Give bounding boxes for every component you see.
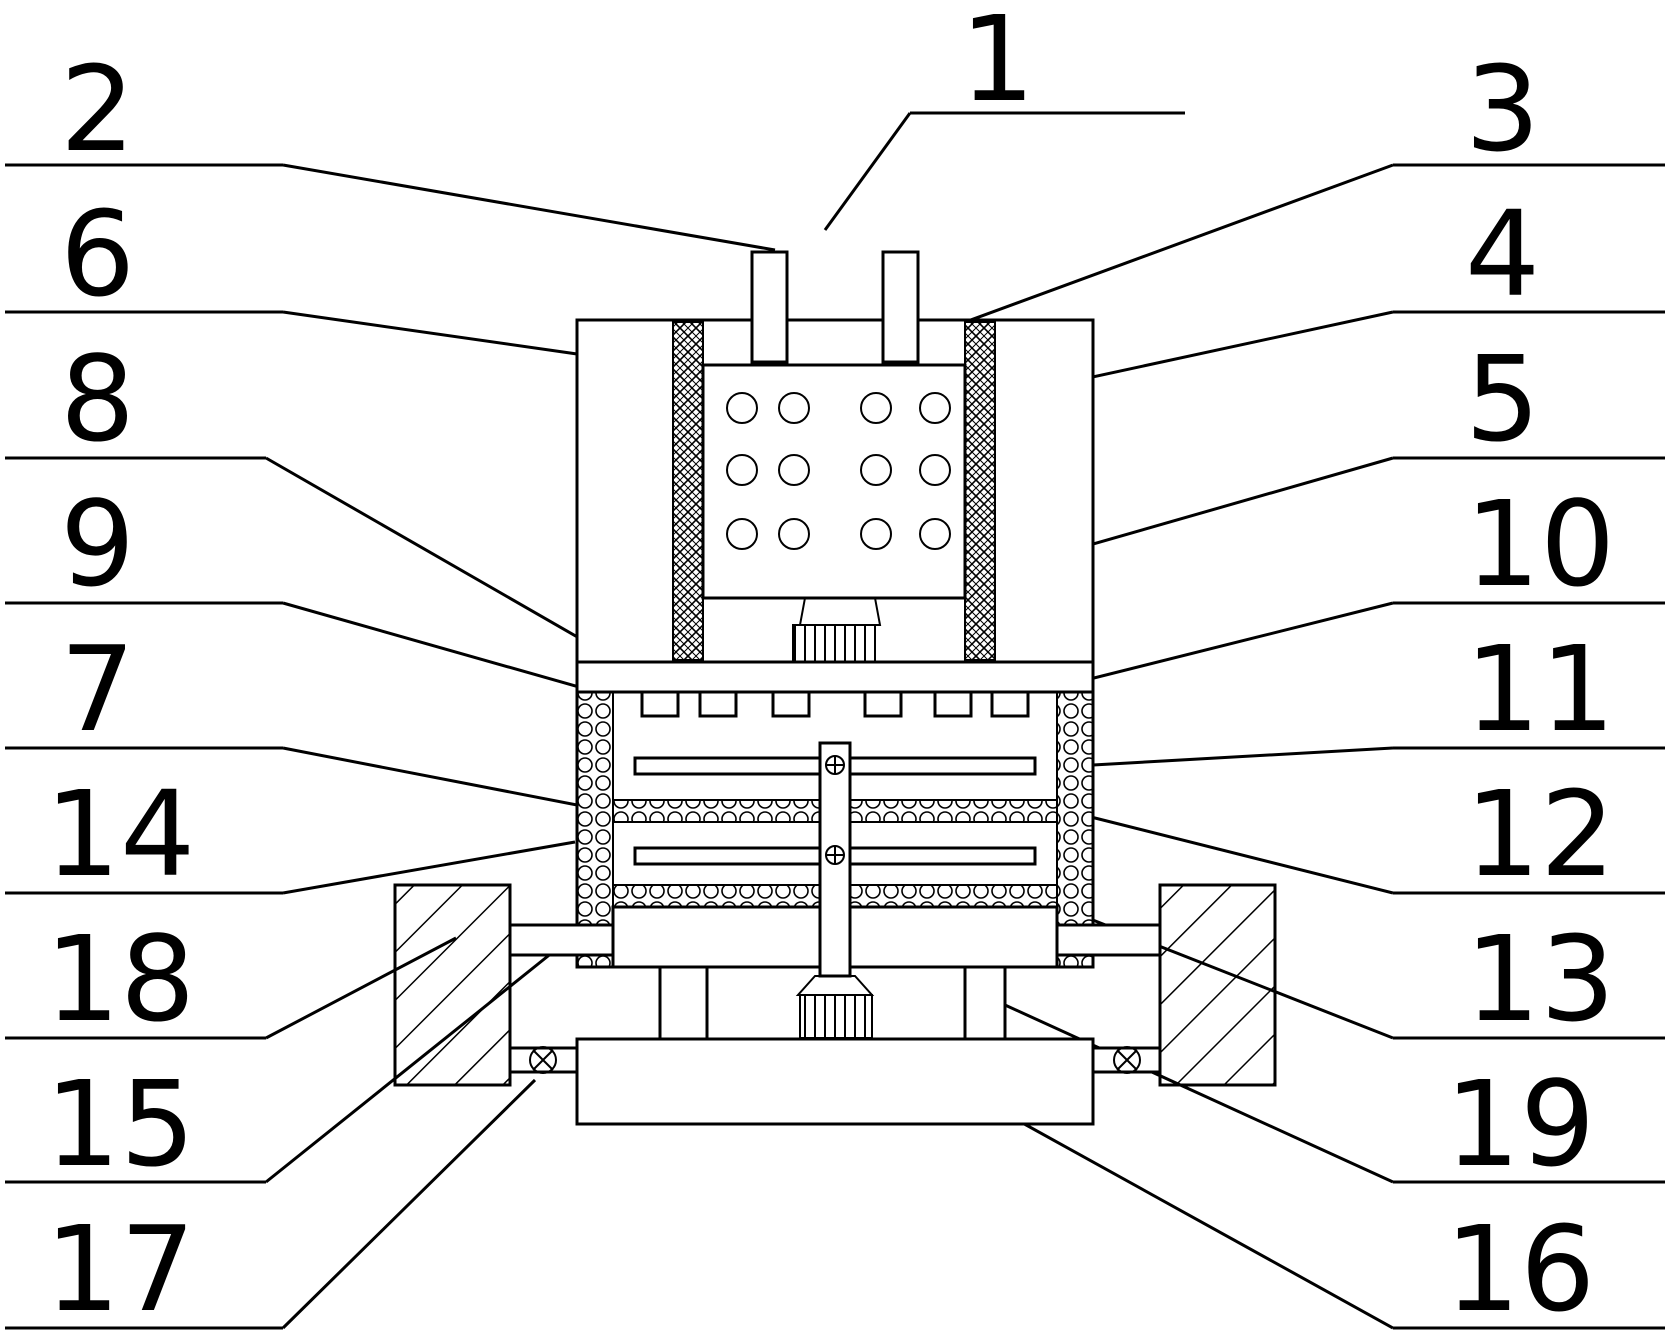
label-16: 16	[1445, 1200, 1595, 1330]
side-arm-left	[508, 923, 615, 957]
label-7: 7	[60, 620, 135, 758]
label-14: 14	[45, 765, 195, 903]
bubble-wall-left	[576, 691, 614, 968]
coupling-right	[1091, 1046, 1162, 1074]
base-platform	[575, 1037, 1095, 1126]
label-5: 5	[1465, 330, 1540, 468]
counterweight-right	[1158, 883, 1277, 1087]
label-15: 15	[45, 1055, 195, 1193]
label-8: 8	[60, 330, 135, 468]
support-leg-right	[963, 965, 1007, 1041]
coupling-left	[508, 1046, 579, 1074]
label-11: 11	[1465, 620, 1615, 758]
label-6: 6	[60, 185, 135, 323]
upper-impeller	[792, 597, 882, 663]
label-13: 13	[1465, 910, 1615, 1048]
insulation-column-left	[672, 321, 704, 661]
label-10: 10	[1465, 475, 1615, 613]
insulation-column-right	[964, 321, 996, 661]
label-17: 17	[45, 1200, 195, 1330]
label-4: 4	[1465, 185, 1540, 323]
lower-chamber	[575, 690, 1095, 978]
divider-plate	[575, 660, 1095, 694]
label-12: 12	[1465, 765, 1615, 903]
inlet-pipe-right	[881, 250, 920, 364]
counterweight-left	[393, 883, 512, 1087]
support-leg-left	[658, 965, 709, 1041]
perforation-holes	[726, 392, 951, 550]
upper-housing	[575, 250, 1095, 664]
label-3: 3	[1465, 40, 1540, 178]
inlet-pipe-left	[750, 250, 789, 364]
label-18: 18	[45, 910, 195, 1048]
lower-impeller	[795, 975, 875, 1039]
label-9: 9	[60, 475, 135, 613]
side-arm-right	[1055, 923, 1162, 957]
label-19: 19	[1445, 1055, 1595, 1193]
label-1: 1	[960, 0, 1035, 128]
label-2: 2	[60, 40, 135, 178]
reference-numbers: 1 2 3 4 5 6 7 8 9 10 11 12 13 14 15 16 1…	[45, 0, 1615, 1330]
bubble-wall-right	[1056, 691, 1094, 968]
nozzle-teeth	[640, 690, 1030, 718]
